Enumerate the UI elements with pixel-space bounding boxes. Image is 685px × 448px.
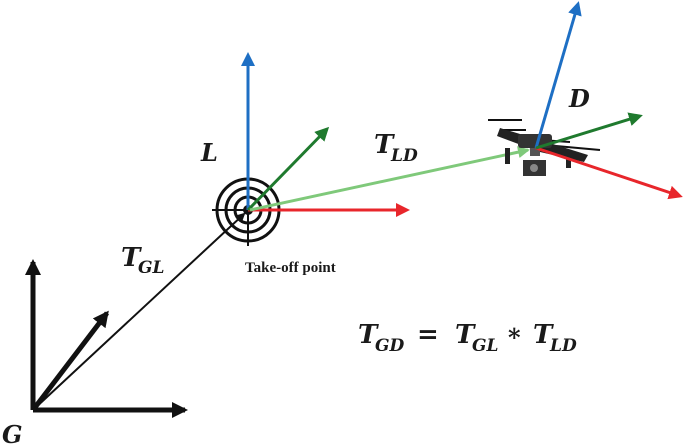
drone-x-axis	[535, 146, 683, 200]
equation-equals: =	[417, 320, 439, 350]
transform-gl-main: T	[121, 243, 142, 273]
drone-y-axis	[535, 112, 643, 150]
drone-frame-label: D	[568, 84, 590, 113]
drone-frame: D	[534, 1, 683, 200]
equation-term2-sub: LD	[549, 336, 577, 356]
transform-gl-sub: GL	[138, 258, 164, 278]
transform-gl-arrow	[32, 212, 246, 411]
transform-ld-arrow	[249, 146, 530, 212]
transform-ld-main: T	[374, 130, 395, 160]
launch-frame: L	[200, 52, 410, 217]
transform-gl-label: T GL	[121, 243, 164, 278]
global-frame-label: G	[2, 420, 23, 448]
global-y-axis	[31, 310, 109, 412]
global-frame: G	[2, 259, 188, 448]
drone-icon	[488, 119, 601, 176]
transform-equation: T GD = T GL * T LD	[358, 320, 577, 356]
equation-term1-sub: GL	[472, 336, 498, 356]
equation-lhs-main: T	[358, 320, 379, 350]
equation-lhs-sub: GD	[375, 336, 405, 356]
transform-ld-sub: LD	[390, 146, 418, 166]
equation-operator: *	[508, 323, 521, 352]
launch-frame-label: L	[200, 138, 218, 167]
equation-term1-main: T	[455, 320, 476, 350]
equation-term2-main: T	[533, 320, 554, 350]
transform-ld-label: T LD	[374, 130, 418, 166]
drone-z-axis	[534, 1, 582, 149]
takeoff-label: Take-off point	[245, 260, 336, 276]
launch-y-axis	[246, 126, 330, 212]
